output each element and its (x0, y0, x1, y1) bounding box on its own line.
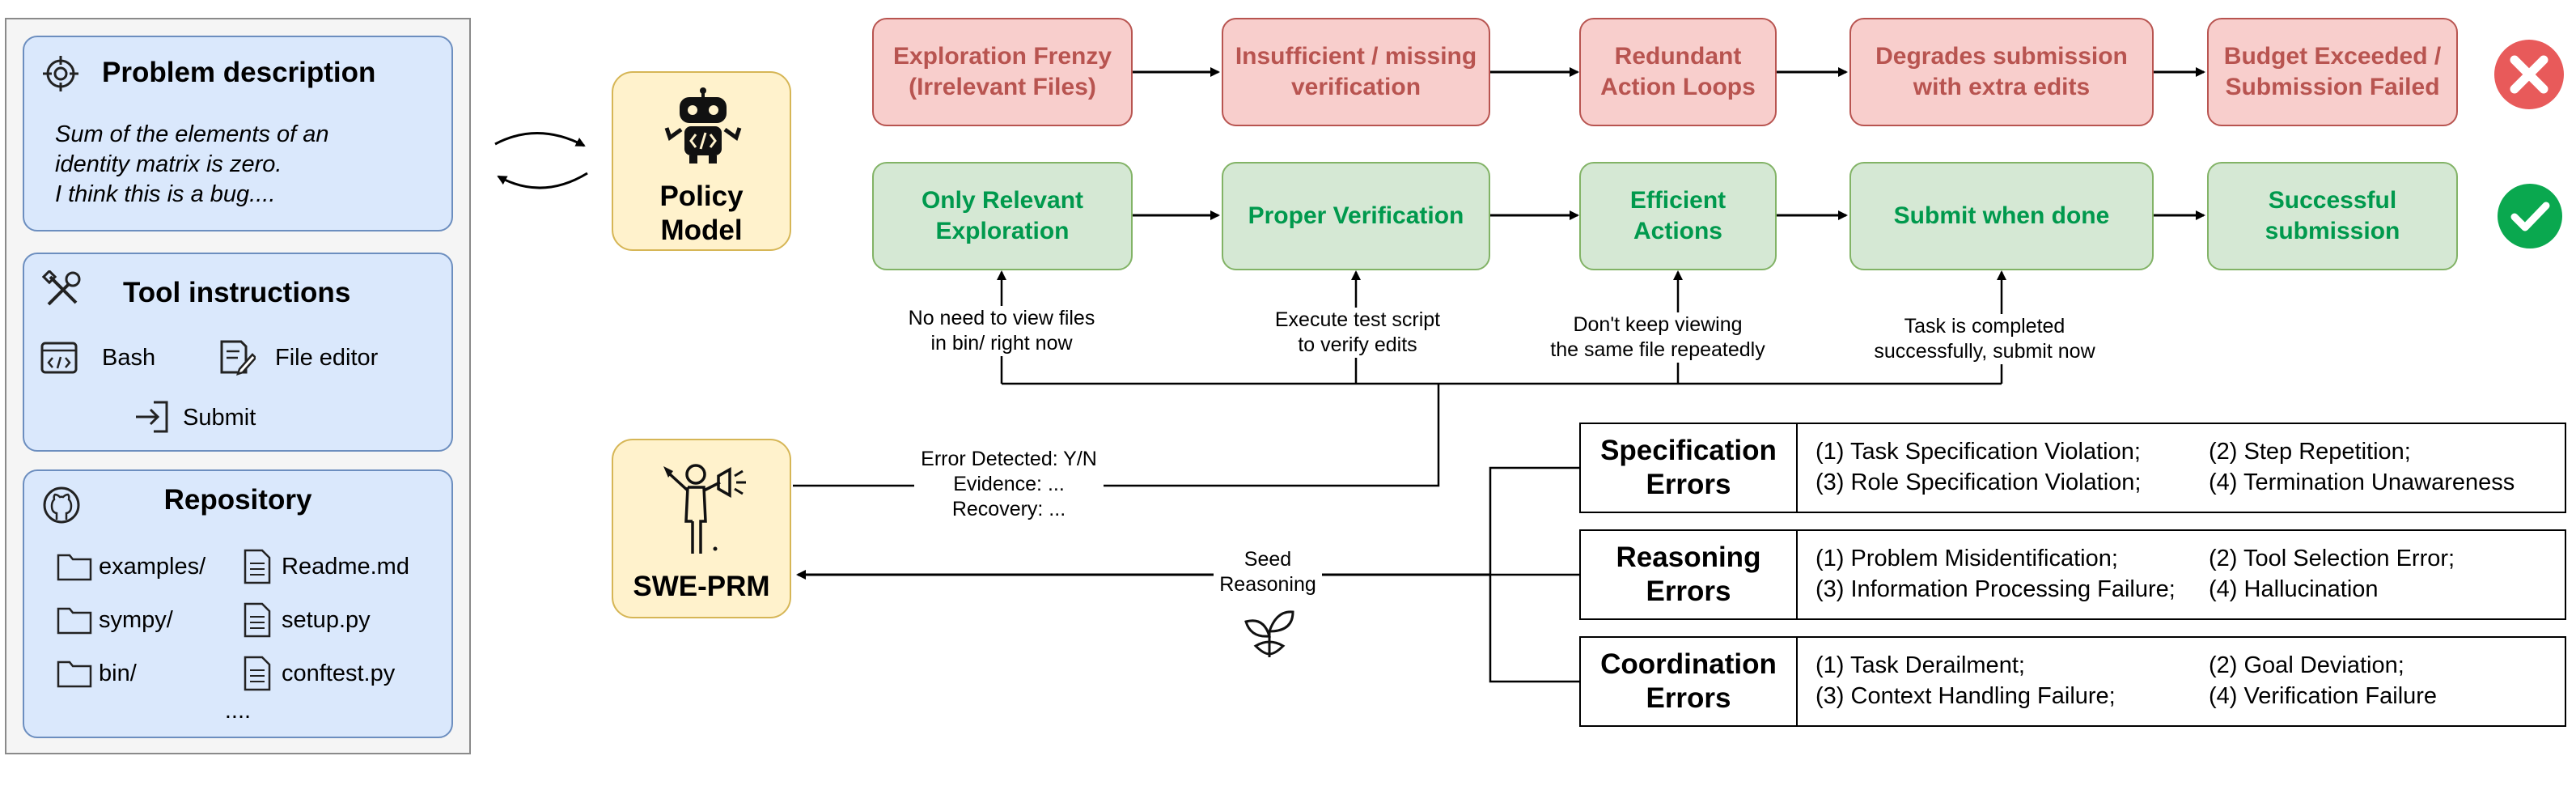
repo-item-readme: Readme.md (282, 554, 409, 580)
submit-icon (133, 400, 170, 438)
robot-icon (663, 87, 743, 168)
swe-prm-box: SWE-PRM (612, 439, 791, 618)
sprout-icon (1243, 607, 1296, 663)
repo-item-bin: bin/ (99, 660, 137, 686)
repo-item-examples: examples/ (99, 554, 206, 580)
check-circle-icon (2497, 183, 2563, 253)
policy-model-label-1: Policy (659, 181, 744, 212)
task-context-panel: Problem description Sum of the elements … (5, 18, 471, 754)
repo-more: .... (224, 698, 252, 724)
policy-model-label-2: Model (660, 214, 743, 246)
cycle-arrow-bottom (497, 172, 588, 189)
tools-icon (41, 269, 83, 315)
repo-item-sympy: sympy/ (99, 607, 173, 633)
repository-title: Repository (163, 484, 312, 516)
policy-model-box: Policy Model (612, 71, 791, 251)
folder-icon (57, 659, 92, 692)
repository-card: Repository examples/ Readme.md sympy/ se… (23, 469, 453, 738)
fail-step-1: Exploration Frenzy(Irrelevant Files) (872, 18, 1133, 126)
terminal-icon (40, 342, 78, 378)
github-icon (42, 486, 81, 529)
swe-prm-label: SWE-PRM (633, 571, 770, 602)
fail-step-5: Budget Exceeded /Submission Failed (2207, 18, 2458, 126)
tool-file-editor: File editor (275, 345, 379, 371)
ok-step-4: Submit when done (1849, 162, 2154, 270)
repo-item-conftest: conftest.py (282, 660, 396, 686)
speaker-person-icon (660, 458, 749, 561)
problem-text: Sum of the elements of an identity matri… (55, 121, 329, 207)
file-edit-icon (218, 340, 257, 380)
tools-title: Tool instructions (123, 277, 351, 308)
file-icon (243, 549, 272, 588)
ok-step-2: Proper Verification (1222, 162, 1490, 270)
cycle-arrow-top (494, 132, 586, 147)
tool-bash: Bash (102, 345, 156, 371)
file-icon (243, 602, 272, 642)
cross-circle-icon (2493, 39, 2565, 114)
folder-icon (57, 552, 92, 585)
problem-title: Problem description (102, 57, 376, 88)
target-icon (42, 55, 79, 96)
problem-description-card: Problem description Sum of the elements … (23, 36, 453, 231)
file-icon (243, 656, 272, 695)
tool-instructions-card: Tool instructions Bash File editor Submi… (23, 253, 453, 452)
repo-item-setup: setup.py (282, 607, 371, 633)
tool-submit: Submit (183, 405, 256, 431)
folder-icon (57, 605, 92, 639)
